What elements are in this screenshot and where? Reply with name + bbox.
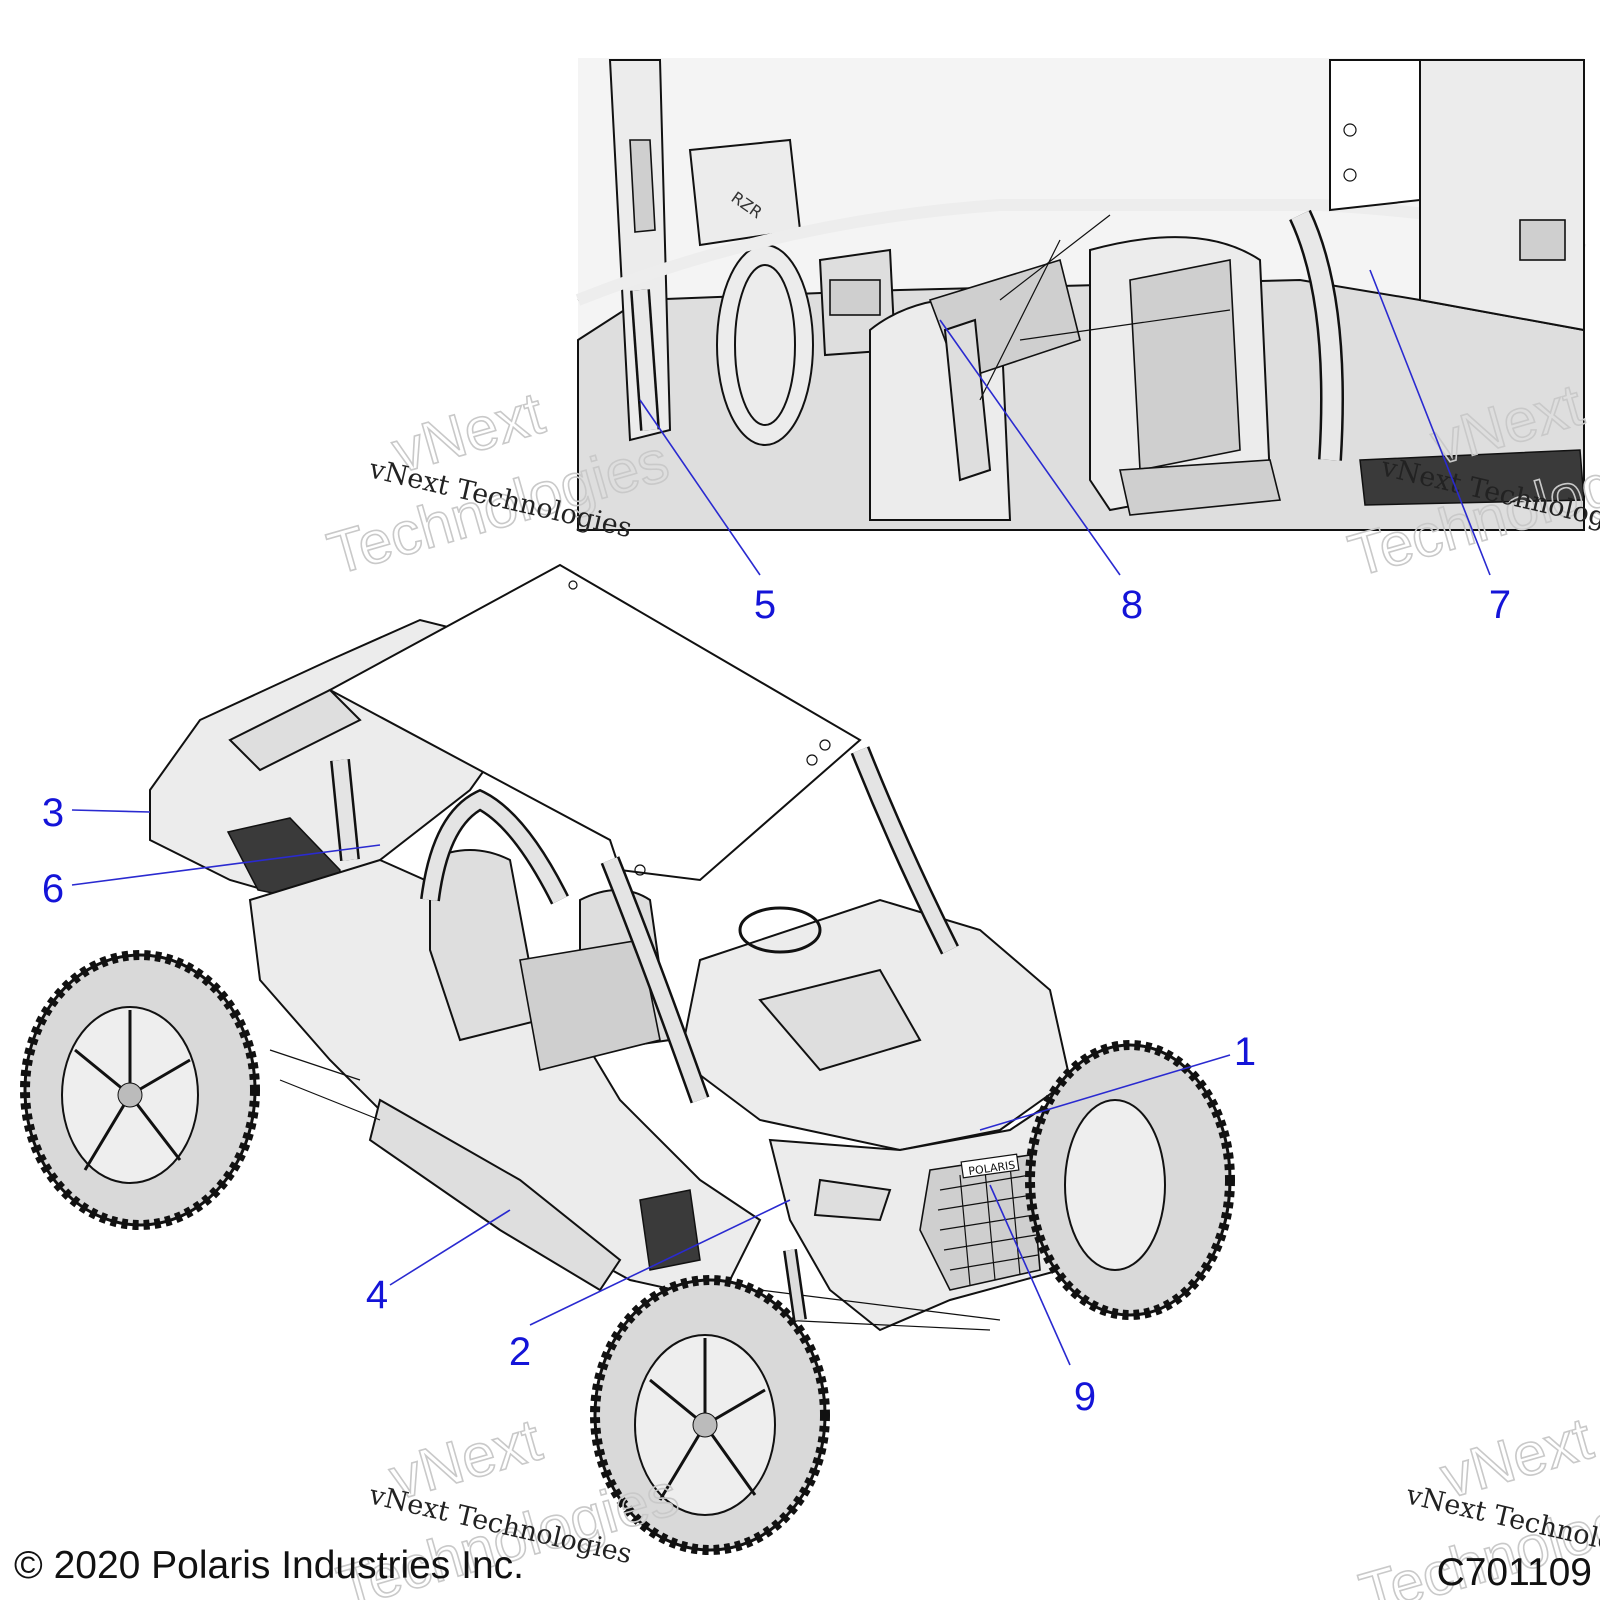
svg-text:POLARIS: POLARIS (968, 1159, 1016, 1178)
wheel-front-left (590, 1275, 830, 1555)
callout-7: 7 (1489, 583, 1511, 627)
leader-line-4 (389, 1209, 511, 1286)
leader-line-1 (979, 1054, 1231, 1131)
callouts: 5 8 7 3 6 1 2 4 9 (42, 583, 1511, 1419)
wheel-rear (20, 950, 260, 1230)
leader-line-8 (939, 319, 1121, 576)
vehicle-main-view: POLARIS (20, 563, 1235, 1555)
callout-1: 1 (1234, 1030, 1256, 1074)
wheel-front-right (1025, 1040, 1235, 1320)
callout-6: 6 (42, 867, 64, 911)
callout-2: 2 (509, 1330, 531, 1374)
callout-4: 4 (366, 1273, 388, 1317)
leader-lines (71, 269, 1491, 1366)
leader-line-6 (71, 844, 381, 886)
cockpit-inset-view: RZR (575, 58, 1587, 531)
leader-line-2 (529, 1199, 791, 1326)
figure-id: C701109 (1437, 1551, 1592, 1594)
leader-line-9 (989, 1184, 1071, 1366)
leader-line-3 (71, 809, 151, 813)
leader-line-7 (1369, 269, 1491, 576)
copyright-notice: © 2020 Polaris Industries Inc. (14, 1544, 524, 1587)
callout-5: 5 (754, 583, 776, 627)
callout-8: 8 (1121, 583, 1143, 627)
callout-3: 3 (42, 791, 64, 835)
callout-9: 9 (1074, 1375, 1096, 1419)
leader-line-5 (639, 399, 761, 576)
